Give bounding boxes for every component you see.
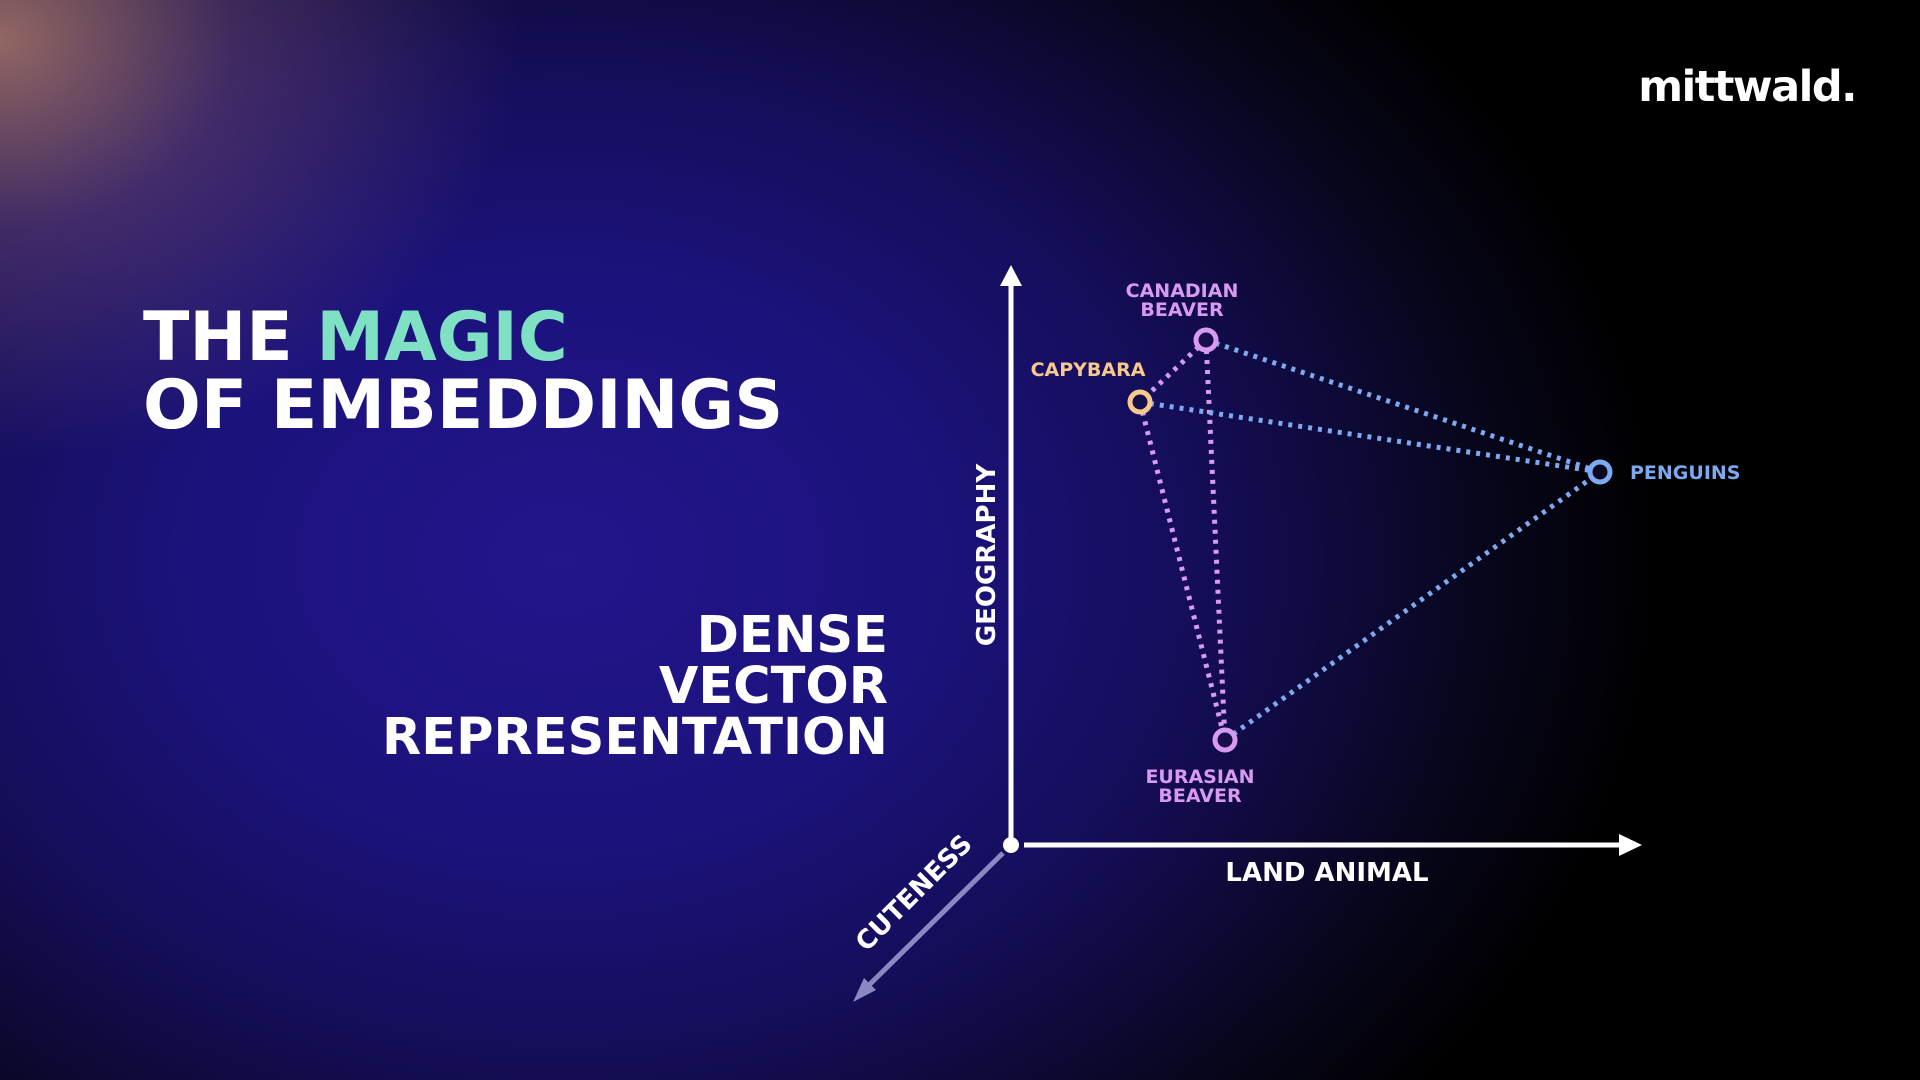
node-canadian-beaver [1193,327,1219,353]
x-axis-arrowhead [1619,834,1642,856]
subtitle-line: VECTOR [658,657,888,716]
node-penguins [1587,459,1613,485]
y-axis-label: GEOGRAPHY [972,463,1002,647]
mittwald-logo: mittwald. [1638,62,1857,112]
y-axis-arrowhead [1000,265,1022,286]
connections [1137,337,1602,743]
label-penguins: PENGUINS [1630,462,1740,484]
subtitle-line: DENSE [696,606,888,665]
connection-capybara-eurasian [1137,401,1228,741]
node-eurasian-beaver [1212,727,1238,753]
title-line-1: THE MAGIC [143,304,783,372]
label-canadian-beaver-line2: BEAVER [1140,299,1224,321]
origin-dot [1003,837,1019,853]
connection-canadian-capybara [1138,338,1208,404]
label-canadian-beaver-line1: CANADIAN [1126,280,1239,302]
subtitle: DENSE VECTOR REPRESENTATION [382,610,888,763]
label-capybara: CAPYBARA [1031,359,1146,381]
x-axis-label: LAND ANIMAL [1225,858,1428,888]
connection-canadian-penguins [1205,337,1601,475]
label-eurasian-beaver-line1: EURASIAN [1145,766,1254,788]
node-capybara [1127,389,1153,415]
z-axis-arrowhead [853,978,876,1002]
z-axis-line [864,851,1005,990]
label-eurasian-beaver-line2: BEAVER [1158,785,1242,807]
page-title: THE MAGIC OF EMBEDDINGS [143,304,783,440]
title-prefix: THE [143,298,317,377]
connection-capybara-penguins [1139,399,1601,475]
connection-eurasian-penguins [1223,469,1602,743]
title-line-2: OF EMBEDDINGS [143,366,784,445]
connection-canadian-eurasian [1203,339,1228,741]
title-accent: MAGIC [316,298,568,377]
subtitle-line: REPRESENTATION [382,708,888,767]
